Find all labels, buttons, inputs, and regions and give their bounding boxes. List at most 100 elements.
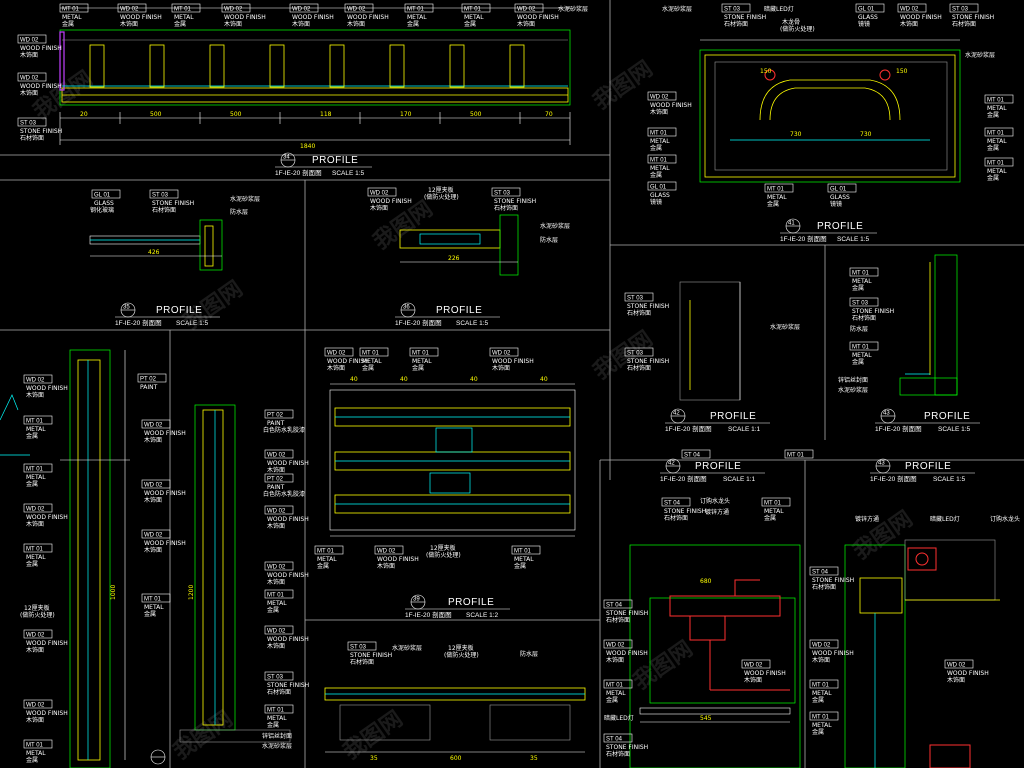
svg-text:(做防火处理): (做防火处理) <box>20 611 55 619</box>
svg-text:METAL: METAL <box>267 600 287 607</box>
svg-text:ST 03: ST 03 <box>627 296 644 302</box>
svg-text:WOOD FINISH: WOOD FINISH <box>377 556 419 563</box>
svg-text:防水层: 防水层 <box>850 325 868 333</box>
svg-text:石材饰面: 石材饰面 <box>606 616 630 624</box>
svg-text:(做防火处理): (做防火处理) <box>424 193 459 201</box>
svg-text:ST 03: ST 03 <box>267 675 284 681</box>
svg-text:防水层: 防水层 <box>230 208 248 216</box>
svg-text:STONE FINISH: STONE FINISH <box>350 652 392 659</box>
svg-text:43: 43 <box>878 461 885 467</box>
svg-text:PT 02: PT 02 <box>267 477 284 483</box>
svg-text:PAINT: PAINT <box>267 484 285 491</box>
svg-text:防水层: 防水层 <box>520 650 538 658</box>
svg-text:木饰面: 木饰面 <box>26 520 44 528</box>
svg-text:MT 01: MT 01 <box>767 187 785 193</box>
svg-text:金属: 金属 <box>26 560 38 568</box>
svg-text:ST 04: ST 04 <box>664 501 681 507</box>
svg-text:MT 01: MT 01 <box>606 683 624 689</box>
svg-text:WD 02: WD 02 <box>744 663 763 669</box>
svg-text:12厘夹板: 12厘夹板 <box>430 544 456 552</box>
svg-text:METAL: METAL <box>174 14 194 21</box>
svg-text:150: 150 <box>760 68 772 75</box>
svg-text:MT 01: MT 01 <box>987 161 1005 167</box>
svg-text:MT 01: MT 01 <box>650 158 668 164</box>
svg-text:METAL: METAL <box>987 138 1007 145</box>
svg-text:METAL: METAL <box>650 165 670 172</box>
svg-text:226: 226 <box>448 255 460 262</box>
svg-text:GL 01: GL 01 <box>830 187 847 193</box>
svg-text:MT 01: MT 01 <box>362 351 380 357</box>
svg-text:水泥砂浆层: 水泥砂浆层 <box>965 51 995 59</box>
svg-text:STONE FINISH: STONE FINISH <box>152 200 194 207</box>
svg-text:METAL: METAL <box>317 556 337 563</box>
svg-text:暗藏LED灯: 暗藏LED灯 <box>930 515 960 523</box>
svg-text:1F-IE-20 剖面图: 1F-IE-20 剖面图 <box>405 610 452 619</box>
svg-text:WOOD FINISH: WOOD FINISH <box>900 14 942 21</box>
svg-text:镀锌方通: 镀锌方通 <box>705 508 729 516</box>
svg-text:木饰面: 木饰面 <box>370 204 388 212</box>
svg-text:金属: 金属 <box>267 721 279 729</box>
svg-text:680: 680 <box>700 578 712 585</box>
svg-text:STONE FINISH: STONE FINISH <box>627 303 669 310</box>
svg-text:木饰面: 木饰面 <box>20 89 38 97</box>
svg-text:WD 02: WD 02 <box>812 643 831 649</box>
svg-text:35: 35 <box>123 305 130 311</box>
left-edge-fragment <box>0 394 30 456</box>
svg-text:(做防火处理): (做防火处理) <box>444 651 479 659</box>
svg-text:METAL: METAL <box>987 168 1007 175</box>
svg-text:GLASS: GLASS <box>830 194 850 201</box>
svg-text:WOOD FINISH: WOOD FINISH <box>812 650 854 657</box>
svg-text:1F-IE-20 剖面图: 1F-IE-20 剖面图 <box>780 234 827 243</box>
svg-text:木饰面: 木饰面 <box>347 20 365 28</box>
svg-text:WD 02: WD 02 <box>900 7 919 13</box>
svg-text:防水层: 防水层 <box>540 236 558 244</box>
svg-text:730: 730 <box>790 131 802 138</box>
dim-1840: 1840 <box>300 143 315 150</box>
svg-text:金属: 金属 <box>317 562 329 570</box>
svg-text:镜镜: 镜镜 <box>830 200 842 208</box>
svg-text:METAL: METAL <box>362 358 382 365</box>
svg-text:木饰面: 木饰面 <box>267 578 285 586</box>
drawing-41: 150 150 730 730 <box>699 39 961 183</box>
svg-text:石材饰面: 石材饰面 <box>494 204 518 212</box>
svg-text:木饰面: 木饰面 <box>267 466 285 474</box>
svg-text:镜镜: 镜镜 <box>650 198 662 206</box>
svg-text:(做防火处理): (做防火处理) <box>780 25 815 33</box>
svg-text:WOOD FINISH: WOOD FINISH <box>20 83 62 90</box>
svg-text:金属: 金属 <box>407 20 419 28</box>
svg-text:MT 01: MT 01 <box>987 98 1005 104</box>
svg-text:WOOD FINISH: WOOD FINISH <box>144 490 186 497</box>
svg-text:WOOD FINISH: WOOD FINISH <box>292 14 334 21</box>
svg-text:钢化玻璃: 钢化玻璃 <box>90 206 114 214</box>
svg-text:WD 02: WD 02 <box>370 191 389 197</box>
svg-text:STONE FINISH: STONE FINISH <box>664 508 706 515</box>
svg-text:42: 42 <box>673 411 680 417</box>
svg-text:MT 01: MT 01 <box>26 743 44 749</box>
svg-text:SCALE 1:1: SCALE 1:1 <box>723 476 756 483</box>
svg-text:ST 03: ST 03 <box>852 301 869 307</box>
svg-text:GLASS: GLASS <box>94 200 114 207</box>
svg-text:锌铝丝封面: 锌铝丝封面 <box>838 376 868 384</box>
svg-text:木饰面: 木饰面 <box>327 364 345 372</box>
svg-text:金属: 金属 <box>267 606 279 614</box>
svg-text:WD 02: WD 02 <box>267 453 286 459</box>
svg-text:WOOD FINISH: WOOD FINISH <box>347 14 389 21</box>
svg-text:WOOD FINISH: WOOD FINISH <box>144 430 186 437</box>
svg-text:金属: 金属 <box>174 20 186 28</box>
svg-text:MT 01: MT 01 <box>764 501 782 507</box>
svg-text:METAL: METAL <box>26 474 46 481</box>
note-cement: 水泥砂浆层 <box>558 5 588 13</box>
title-block-34: 34 PROFILE 1F-IE-20 剖面图 SCALE 1:5 <box>275 152 372 177</box>
svg-text:20: 20 <box>80 111 88 118</box>
watermark: 我图网 <box>589 57 657 115</box>
svg-text:WOOD FINISH: WOOD FINISH <box>26 710 68 717</box>
svg-text:WD 02: WD 02 <box>377 549 396 555</box>
svg-text:WOOD FINISH: WOOD FINISH <box>517 14 559 21</box>
svg-text:WOOD FINISH: WOOD FINISH <box>744 670 786 677</box>
title-block-left-column <box>150 749 166 765</box>
